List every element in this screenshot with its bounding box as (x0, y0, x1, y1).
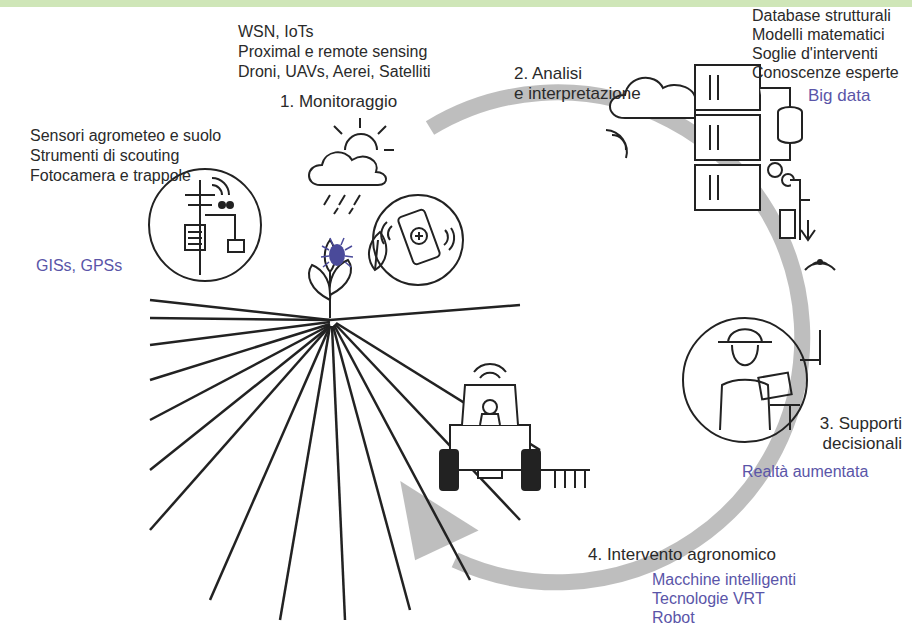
annotation-label: Tecnologie VRT (652, 589, 765, 608)
annotation-label: Fotocamera e trappole (30, 166, 191, 185)
leaf (369, 232, 386, 270)
annotation-label: e interpretazione (514, 84, 641, 103)
tractor (440, 364, 590, 490)
annotation-label: Strumenti di scouting (30, 146, 179, 165)
insect (321, 238, 353, 267)
annotation-label: Soglie d'interventi (752, 44, 878, 63)
cycle-arrowhead (382, 460, 478, 560)
annotation-label: Proximal e remote sensing (238, 42, 427, 61)
annotation-label: GISs, GPSs (36, 256, 122, 275)
seedling (309, 240, 351, 318)
annotation-label: 4. Intervento agronomico (588, 545, 776, 564)
cycle-arc (430, 92, 802, 582)
annotation-label: Modelli matematici (752, 25, 884, 44)
annotation-label: Database strutturali (752, 6, 891, 25)
annotation-label: 3. Supporti (820, 414, 902, 433)
field-rows (150, 300, 540, 620)
annotation-label: Robot (652, 608, 695, 627)
annotation-label: decisionali (823, 434, 902, 453)
annotation-label: Sensori agrometeo e suolo (30, 126, 221, 145)
annotation-label: Macchine intelligenti (652, 570, 796, 589)
farmer-icon (683, 318, 820, 442)
sensor-station-icon (149, 169, 261, 281)
annotation-label: Big data (808, 86, 870, 105)
annotation-label: Droni, UAVs, Aerei, Satelliti (238, 62, 431, 81)
top-band (0, 0, 912, 7)
annotation-label: WSN, IoTs (238, 22, 314, 41)
annotation-label: Realtà aumentata (742, 462, 868, 481)
weather-icon (309, 118, 394, 214)
smartphone-icon (373, 195, 463, 285)
annotation-label: 2. Analisi (514, 64, 582, 83)
annotation-label: Conoscenze esperte (752, 63, 899, 82)
annotation-label: 1. Monitoraggio (280, 92, 397, 111)
